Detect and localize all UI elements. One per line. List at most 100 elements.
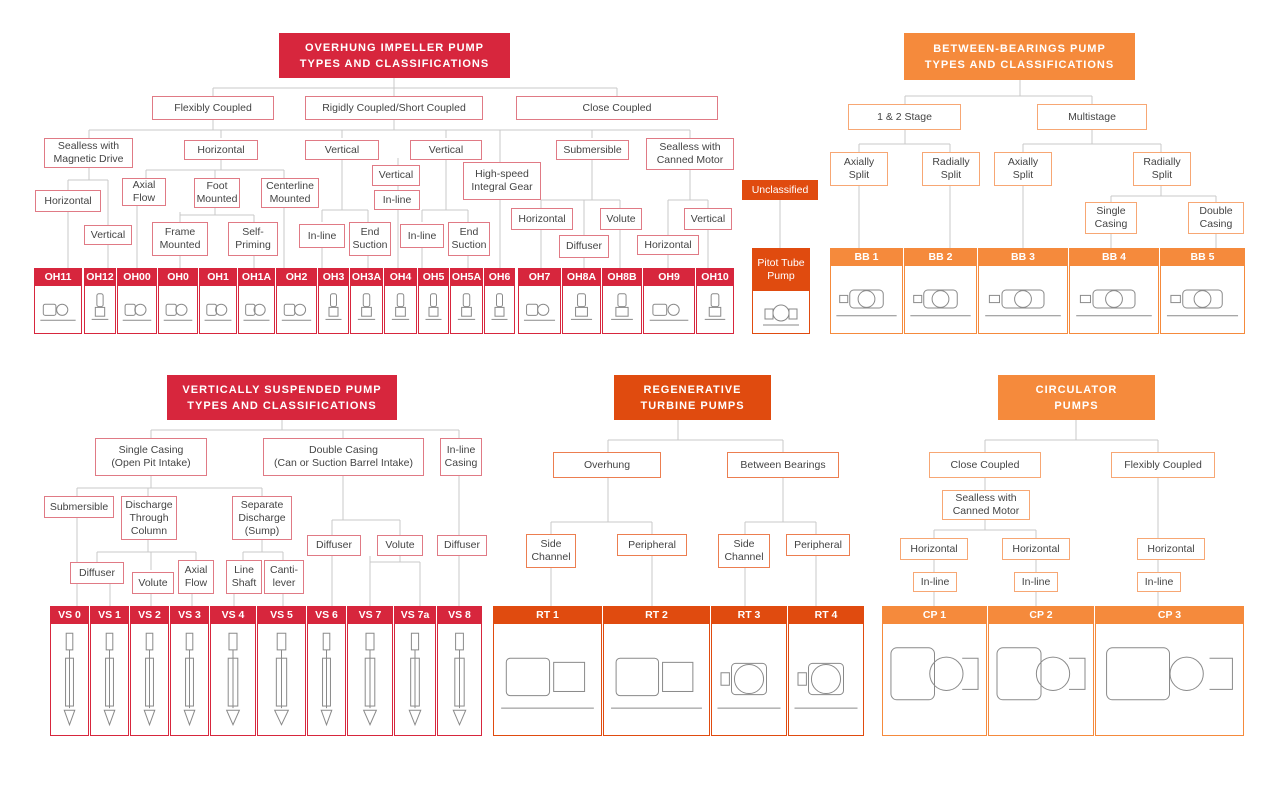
bb-radially-split-a: Radially Split <box>922 152 980 186</box>
oh-horizontal-close: Horizontal <box>511 208 573 230</box>
vs-diffuser-b: Diffuser <box>307 535 361 556</box>
bb-pump-icon <box>981 269 1065 334</box>
oh-card: OH2 <box>276 268 317 334</box>
cp-sealless-canned: Sealless with Canned Motor <box>942 490 1030 520</box>
oh-code: OH1 <box>199 268 237 286</box>
vs-code: VS 0 <box>50 606 89 624</box>
oh-card: OH3 <box>318 268 349 334</box>
vs-single-casing: Single Casing (Open Pit Intake) <box>95 438 207 476</box>
oh-sealless-magnetic: Sealless with Magnetic Drive <box>44 138 133 168</box>
oh-code: OH12 <box>84 268 116 286</box>
oh-card: OH10 <box>696 268 734 334</box>
oh-card: OH4 <box>384 268 417 334</box>
vs-line-shaft: Line Shaft <box>226 560 262 594</box>
vs-diffuser-a: Diffuser <box>70 562 124 584</box>
oh-code: OH00 <box>117 268 157 286</box>
cp-card: CP 1 <box>882 606 987 736</box>
bb-code: BB 4 <box>1069 248 1159 266</box>
bb-axially-split-b: Axially Split <box>994 152 1052 186</box>
cp-horizontal-c: Horizontal <box>1137 538 1205 560</box>
oh-pump-icon <box>565 289 598 334</box>
bb-code: BB 3 <box>978 248 1068 266</box>
vs-pump-icon <box>133 627 166 736</box>
vs-pump-icon <box>173 627 206 736</box>
oh-pump-icon <box>202 289 234 334</box>
oh-card: OH12 <box>84 268 116 334</box>
rt-card: RT 1 <box>493 606 602 736</box>
oh-vertical-rigid-2: Vertical <box>410 140 482 160</box>
vs-card: VS 0 <box>50 606 89 736</box>
bb-pump-icon <box>1163 269 1242 334</box>
oh-code: OH4 <box>384 268 417 286</box>
bb-double-casing: Double Casing <box>1188 202 1244 234</box>
rt-pump-icon <box>791 627 861 736</box>
vs-pump-icon <box>397 627 433 736</box>
oh-pump-icon <box>161 289 195 334</box>
oh-sealless-canned: Sealless with Canned Motor <box>646 138 734 170</box>
bb-axially-split-a: Axially Split <box>830 152 888 186</box>
oh-code: OH8A <box>562 268 601 286</box>
oh-vertical-inline: Vertical <box>372 165 420 186</box>
vs-pump-icon <box>260 627 303 736</box>
rt-peripheral-b: Peripheral <box>786 534 850 556</box>
oh-vertical-canned: Vertical <box>684 208 732 230</box>
oh-code: OH2 <box>276 268 317 286</box>
cp-pump-icon <box>885 627 984 736</box>
rt-code: RT 4 <box>788 606 864 624</box>
vs-code: VS 8 <box>437 606 482 624</box>
pitot-pump-icon <box>763 304 799 326</box>
vs-card: VS 2 <box>130 606 169 736</box>
oh-pump-icon <box>421 289 446 334</box>
bb-code: BB 5 <box>1160 248 1245 266</box>
vs-code: VS 5 <box>257 606 306 624</box>
oh-diffuser: Diffuser <box>559 235 609 258</box>
rt-pump-icon <box>606 627 707 736</box>
oh-submersible: Submersible <box>556 140 629 160</box>
oh-pump-icon <box>387 289 414 334</box>
oh-code: OH1A <box>238 268 275 286</box>
vs-card: VS 7a <box>394 606 436 736</box>
oh-in-line-vertical-2: In-line <box>400 224 444 248</box>
oh-pump-icon <box>646 289 692 334</box>
rt-side-channel-a: Side Channel <box>526 534 576 568</box>
cp-inline-c: In-line <box>1137 572 1181 592</box>
cp-title: CIRCULATOR PUMPS <box>998 375 1155 420</box>
oh-code: OH6 <box>484 268 515 286</box>
oh-rigidly-coupled: Rigidly Coupled/Short Coupled <box>305 96 483 120</box>
oh-card: OH9 <box>643 268 695 334</box>
cp-horizontal-a: Horizontal <box>900 538 968 560</box>
oh-code: OH0 <box>158 268 198 286</box>
rt-pump-icon <box>714 627 784 736</box>
oh-pump-icon <box>87 289 113 334</box>
oh-vertical-mag: Vertical <box>84 225 132 245</box>
bb-card: BB 3 <box>978 248 1068 334</box>
oh-card: OH1 <box>199 268 237 334</box>
unclassified-title: Unclassified <box>742 180 818 200</box>
vs-code: VS 7 <box>347 606 393 624</box>
oh-card: OH7 <box>518 268 561 334</box>
oh-card: OH6 <box>484 268 515 334</box>
oh-card: OH8A <box>562 268 601 334</box>
vs-diffuser-c: Diffuser <box>437 535 487 556</box>
cp-card: CP 2 <box>988 606 1094 736</box>
vs-title: VERTICALLY SUSPENDED PUMP TYPES AND CLAS… <box>167 375 397 420</box>
vs-card: VS 5 <box>257 606 306 736</box>
vs-card: VS 1 <box>90 606 129 736</box>
bb-code: BB 2 <box>904 248 977 266</box>
vs-code: VS 2 <box>130 606 169 624</box>
oh-volute: Volute <box>600 208 642 230</box>
oh-self-priming: Self- Priming <box>228 222 278 256</box>
cp-inline-a: In-line <box>913 572 957 592</box>
oh-pump-icon <box>521 289 558 334</box>
oh-code: OH8B <box>602 268 642 286</box>
oh-pump-icon <box>605 289 639 334</box>
oh-card: OH5 <box>418 268 449 334</box>
oh-pump-icon <box>453 289 480 334</box>
oh-end-suction-a: End Suction <box>349 222 391 256</box>
cp-close-coupled: Close Coupled <box>929 452 1041 478</box>
cp-card: CP 3 <box>1095 606 1244 736</box>
oh-vertical-rigid: Vertical <box>305 140 379 160</box>
oh-pump-icon <box>353 289 380 334</box>
rt-code: RT 1 <box>493 606 602 624</box>
rt-side-channel-b: Side Channel <box>718 534 770 568</box>
